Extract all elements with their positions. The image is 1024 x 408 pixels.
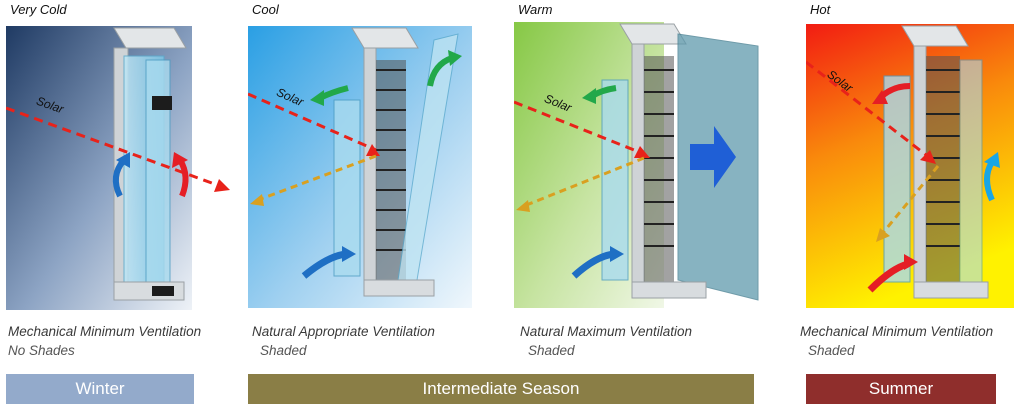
shading-status: Shaded xyxy=(808,343,855,358)
season-bar-winter: Winter xyxy=(6,374,194,404)
frame-right xyxy=(913,45,927,293)
exhaust-arrow-shaft xyxy=(690,144,716,170)
cool-air-arrow xyxy=(984,160,995,202)
facade-diagram-cool xyxy=(248,26,472,308)
panel-cool: Cool Solar xyxy=(248,0,472,312)
outer-glass xyxy=(145,59,171,293)
air-exhaust-arrowhead xyxy=(448,50,462,66)
facade-diagram-hot xyxy=(806,24,1014,308)
solar-ray xyxy=(514,100,645,156)
solar-ray-arrowhead xyxy=(920,150,936,164)
louvers xyxy=(644,56,674,282)
louvers xyxy=(376,60,406,280)
reflected-ray-arrowhead xyxy=(516,200,530,212)
bottom-frame xyxy=(363,279,435,297)
air-exhaust-arrow xyxy=(427,55,454,87)
bottom-damper xyxy=(152,286,174,296)
condition-label: Warm xyxy=(518,2,553,17)
top-frame xyxy=(113,27,187,49)
air-out-arrowhead xyxy=(310,90,324,106)
caption-cool: Natural Appropriate Ventilation Shaded xyxy=(252,322,512,360)
top-frame xyxy=(619,23,687,45)
panel-warm: Warm Solar xyxy=(514,0,760,312)
reflected-ray xyxy=(880,165,940,235)
caption-very-cold: Mechanical Minimum Ventilation No Shades xyxy=(8,322,268,360)
season-bar-summer: Summer xyxy=(806,374,996,404)
shading-status: Shaded xyxy=(260,343,307,358)
season-bar-intermediate: Intermediate Season xyxy=(248,374,754,404)
ventilation-mode: Mechanical Minimum Ventilation xyxy=(8,324,202,339)
solar-ray-arrowhead xyxy=(366,144,380,156)
panel-very-cold: Very Cold Solar xyxy=(6,0,230,312)
inner-glass xyxy=(883,75,911,283)
louvers xyxy=(926,56,960,284)
condition-label: Hot xyxy=(810,2,831,17)
ventilation-mode: Mechanical Minimum Ventilation xyxy=(800,324,994,339)
condition-label: Cool xyxy=(252,2,279,17)
air-in-arrowhead xyxy=(610,246,624,262)
ventilation-mode: Natural Maximum Ventilation xyxy=(520,324,693,339)
solar-ray xyxy=(248,92,377,152)
panel-hot: Hot Solar xyxy=(806,0,1020,312)
air-up-arrowhead xyxy=(116,152,130,168)
solar-ray-arrowhead xyxy=(634,146,650,158)
ventilation-mode: Natural Appropriate Ventilation xyxy=(252,324,435,339)
facade-diagram-warm xyxy=(514,22,759,308)
inner-glass xyxy=(601,79,629,281)
reflected-ray xyxy=(523,156,645,208)
shading-status: No Shades xyxy=(8,343,75,358)
solar-ray-arrowhead xyxy=(214,179,230,192)
shading-status: Shaded xyxy=(528,343,575,358)
outer-glass xyxy=(959,59,983,287)
facade-diagram-very-cold xyxy=(6,26,230,310)
inner-glass xyxy=(333,99,361,277)
reflected-ray-arrowhead xyxy=(876,228,890,242)
reflected-ray xyxy=(257,154,377,202)
solar-ray xyxy=(6,106,221,188)
top-frame xyxy=(351,27,419,49)
bottom-frame xyxy=(913,281,989,299)
frame-right xyxy=(631,43,645,291)
bottom-frame xyxy=(631,281,707,299)
damper xyxy=(152,96,172,110)
caption-hot: Mechanical Minimum Ventilation Shaded xyxy=(800,322,1024,360)
caption-warm: Natural Maximum Ventilation Shaded xyxy=(520,322,780,360)
hot-air-in-arrowhead xyxy=(904,254,918,270)
heat-out-arrowhead xyxy=(172,152,188,168)
exhaust-arrowhead xyxy=(714,126,736,188)
cool-air-arrowhead xyxy=(984,152,1000,168)
air-in-arrowhead xyxy=(342,246,356,262)
condition-label: Very Cold xyxy=(10,2,67,17)
air-out-arrowhead xyxy=(582,88,596,104)
top-frame xyxy=(901,25,969,47)
heat-in-arrowhead xyxy=(872,90,888,104)
reflected-ray-arrowhead xyxy=(250,194,264,206)
frame-right xyxy=(363,47,377,293)
solar-ray xyxy=(806,60,931,160)
